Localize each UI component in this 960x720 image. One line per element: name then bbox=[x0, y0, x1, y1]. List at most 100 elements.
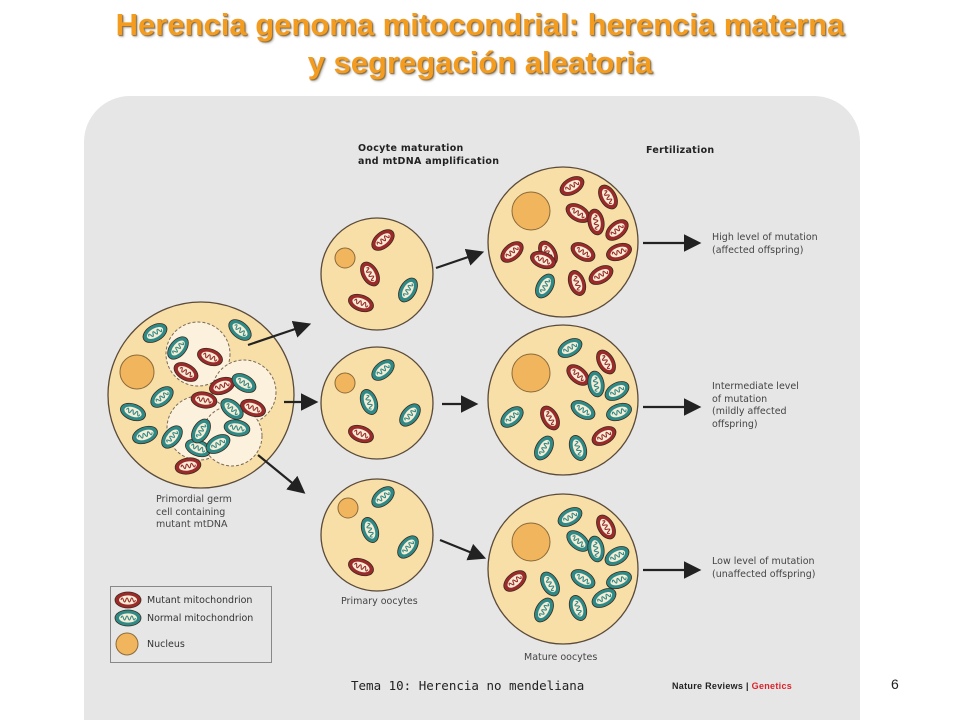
normal-mitochondrion bbox=[604, 381, 630, 401]
nucleus bbox=[511, 191, 551, 231]
germ-cell-label: Primordial germ cell containing mutant m… bbox=[156, 494, 232, 532]
mutant-mitochondrion bbox=[174, 457, 202, 475]
mature-oocyte-low-mutation bbox=[487, 493, 639, 645]
mutant-mitochondrion bbox=[540, 405, 560, 431]
outcome-intermediate-line-2: of mutation bbox=[712, 393, 768, 405]
mutant-mitochondrion bbox=[240, 398, 266, 418]
primary-oocyte-middle bbox=[320, 346, 434, 460]
mutant-mitochondrion bbox=[360, 261, 380, 287]
credit-genetics: Genetics bbox=[751, 681, 793, 691]
mutant-mitochondrion bbox=[605, 219, 629, 241]
page-number: 6 bbox=[891, 676, 899, 692]
outcome-low-line-1: Low level of mutation bbox=[712, 556, 815, 567]
normal-mitochondrion bbox=[534, 435, 554, 461]
normal-mitochondrion bbox=[120, 402, 146, 422]
mutant-mitochondrion bbox=[588, 265, 614, 285]
primary-oocytes-label: Primary oocytes bbox=[341, 596, 418, 607]
arrow-germ-to-bottom bbox=[257, 454, 306, 494]
normal-mitochondrion bbox=[161, 425, 183, 449]
normal-mitochondrion bbox=[557, 507, 583, 527]
maturation-header-line-2: and mtDNA amplification bbox=[358, 155, 500, 167]
normal-mitochondrion bbox=[566, 530, 590, 552]
germ-cell-label-line-1: Primordial germ bbox=[156, 494, 232, 505]
normal-mitochondrion bbox=[534, 597, 554, 623]
legend-nucleus-label: Nucleus bbox=[147, 639, 185, 650]
normal-mitochondrion bbox=[570, 400, 596, 420]
mutant-mitochondrion bbox=[500, 241, 524, 263]
normal-mitochondrion bbox=[220, 398, 244, 420]
mutant-mitochondrion bbox=[570, 242, 596, 262]
normal-mitochondrion bbox=[397, 535, 419, 559]
slide-title-line-2: y segregación aleatoria bbox=[307, 45, 653, 80]
mature-oocyte-high-mutation bbox=[487, 166, 639, 318]
nucleus bbox=[511, 353, 551, 393]
normal-mitochondrion bbox=[606, 402, 632, 422]
legend-mutant-label: Mutant mitochondrion bbox=[147, 595, 253, 606]
normal-mitochondrion bbox=[587, 535, 605, 563]
outcome-high-line-2: (affected offspring) bbox=[712, 244, 804, 256]
normal-mitochondrion bbox=[399, 403, 421, 427]
normal-mitochondrion bbox=[540, 571, 560, 597]
nucleus bbox=[119, 354, 155, 390]
normal-mitochondrion bbox=[568, 595, 588, 621]
primary-oocyte-top bbox=[320, 217, 434, 331]
normal-mitochondrion bbox=[360, 517, 380, 543]
germ-cell-label-line-3: mutant mtDNA bbox=[156, 519, 228, 530]
normal-mitochondrion bbox=[557, 338, 583, 358]
mutant-mitochondrion bbox=[173, 362, 199, 382]
arrow-top-to-mature bbox=[435, 248, 485, 270]
slide-title-line-1: Herencia genoma mitocondrial: herencia m… bbox=[115, 7, 845, 42]
outcome-intermediate: Intermediate level of mutation (mildly a… bbox=[712, 381, 799, 431]
mutant-mitochondrion bbox=[598, 184, 618, 210]
outcome-intermediate-line-1: Intermediate level bbox=[712, 381, 799, 392]
outcome-low-line-2: (unaffected offspring) bbox=[712, 568, 816, 580]
normal-mitochondrion bbox=[132, 425, 158, 445]
outcome-intermediate-line-3: (mildly affected bbox=[712, 406, 787, 417]
outcome-high: High level of mutation (affected offspri… bbox=[712, 232, 818, 257]
normal-mitochondrion bbox=[223, 419, 251, 437]
normal-mitochondrion bbox=[591, 588, 617, 608]
outcome-intermediate-line-4: offspring) bbox=[712, 418, 758, 430]
mutant-mitochondrion bbox=[348, 424, 374, 444]
normal-mitochondrion bbox=[150, 386, 174, 408]
legend-normal-icon bbox=[114, 609, 142, 627]
outcome-low: Low level of mutation (unaffected offspr… bbox=[712, 556, 815, 581]
normal-mitochondrion bbox=[205, 434, 231, 454]
arrow-bottom-to-mature bbox=[439, 538, 487, 561]
legend-box: Mutant mitochondrion Normal mitochondrio… bbox=[110, 586, 272, 663]
journal-credit: Nature Reviews | Genetics bbox=[672, 681, 792, 691]
mutant-mitochondrion bbox=[348, 557, 374, 577]
mutant-mitochondrion bbox=[566, 364, 590, 386]
normal-mitochondrion bbox=[570, 569, 596, 589]
maturation-header: Oocyte maturation and mtDNA amplificatio… bbox=[358, 143, 499, 168]
normal-mitochondrion bbox=[398, 277, 418, 303]
normal-mitochondrion bbox=[371, 486, 395, 508]
normal-mitochondrion bbox=[167, 336, 189, 360]
mutant-mitochondrion bbox=[596, 514, 616, 540]
mutant-mitochondrion bbox=[530, 250, 556, 270]
normal-mitochondrion bbox=[535, 273, 555, 299]
mutant-mitochondrion bbox=[190, 391, 218, 409]
normal-mitochondrion bbox=[231, 373, 257, 393]
mutant-mitochondrion bbox=[591, 426, 617, 446]
normal-mitochondrion bbox=[142, 323, 168, 343]
germ-cell-label-line-2: cell containing bbox=[156, 506, 226, 518]
mutant-mitochondrion bbox=[197, 347, 223, 367]
normal-mitochondrion bbox=[604, 546, 630, 566]
mature-oocytes-label: Mature oocytes bbox=[524, 652, 598, 663]
mutant-mitochondrion bbox=[559, 176, 585, 196]
mutant-mitochondrion bbox=[567, 270, 587, 296]
normal-mitochondrion bbox=[568, 435, 588, 461]
maturation-header-line-1: Oocyte maturation bbox=[358, 143, 464, 154]
mutant-mitochondrion bbox=[503, 570, 527, 592]
normal-mitochondrion bbox=[606, 570, 632, 590]
outcome-high-line-1: High level of mutation bbox=[712, 232, 818, 243]
nucleus bbox=[334, 372, 356, 394]
footer-course: Tema 10: Herencia no mendeliana bbox=[351, 678, 585, 693]
primary-oocyte-bottom bbox=[320, 478, 434, 592]
mutant-mitochondrion bbox=[606, 242, 632, 262]
nucleus bbox=[334, 247, 356, 269]
mature-oocyte-intermediate-mutation bbox=[487, 324, 639, 476]
primordial-germ-cell bbox=[107, 301, 295, 489]
